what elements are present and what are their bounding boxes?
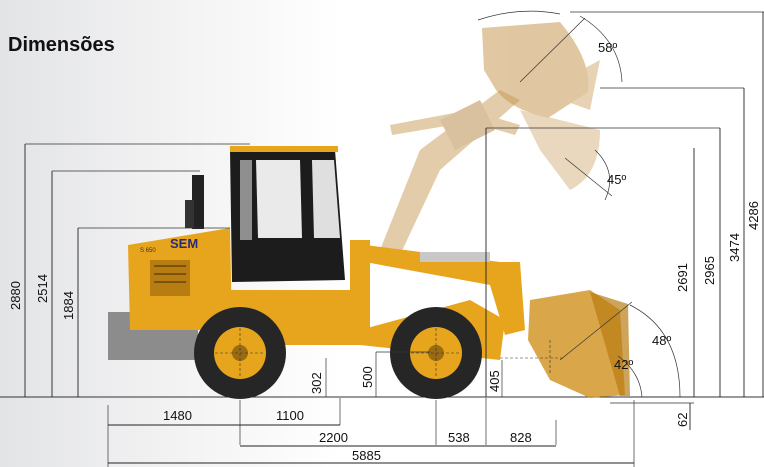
raised-arm-ghost bbox=[380, 90, 520, 255]
angle-max-rollback-raised: 58º bbox=[598, 40, 617, 55]
dim-bucket-pivot-max: 3474 bbox=[727, 233, 742, 262]
dim-exhaust-height: 2514 bbox=[35, 274, 50, 303]
dim-rear-to-axle: 1100 bbox=[276, 408, 304, 423]
dim-dig-depth: 62 bbox=[675, 413, 690, 427]
angle-rollback-ground: 48º bbox=[652, 333, 671, 348]
hood-grille bbox=[154, 265, 186, 283]
dim-bucket-hinge-low: 405 bbox=[487, 370, 502, 392]
dim-hood-height: 1884 bbox=[61, 291, 76, 320]
exhaust-stack bbox=[192, 175, 204, 229]
page-title: Dimensões bbox=[8, 34, 115, 56]
dim-wheelbase: 2200 bbox=[319, 430, 348, 445]
dim-axle-clearance: 500 bbox=[360, 366, 375, 388]
angle-dump: 45º bbox=[607, 172, 626, 187]
dim-dump-height: 2691 bbox=[675, 263, 690, 292]
cab-window-side bbox=[256, 160, 302, 238]
dim-front-axle-to-lift: 538 bbox=[448, 430, 470, 445]
dim-rear-clearance: 302 bbox=[309, 372, 324, 394]
angle-arcs bbox=[477, 10, 681, 398]
dim-overall-length: 5885 bbox=[352, 448, 381, 463]
right-dimension-lines bbox=[485, 11, 764, 430]
model-badge: S 650 bbox=[140, 248, 156, 254]
boom-lowered bbox=[365, 245, 525, 335]
cab-window-front bbox=[312, 160, 340, 238]
dim-rear-overhang: 1480 bbox=[163, 408, 192, 423]
left-dimension-lines bbox=[24, 143, 503, 397]
dim-hinge-pin-height: 2965 bbox=[702, 256, 717, 285]
brand-logo: SEM bbox=[170, 236, 198, 251]
dim-overall-height: 2880 bbox=[8, 281, 23, 310]
dim-reach: 828 bbox=[510, 430, 532, 445]
dim-overall-operating-height: 4286 bbox=[746, 201, 761, 230]
horizontal-dimension-lines bbox=[107, 398, 635, 467]
loader-machine: SEM S 650 bbox=[108, 146, 630, 399]
angle-carry: 42º bbox=[614, 357, 633, 372]
